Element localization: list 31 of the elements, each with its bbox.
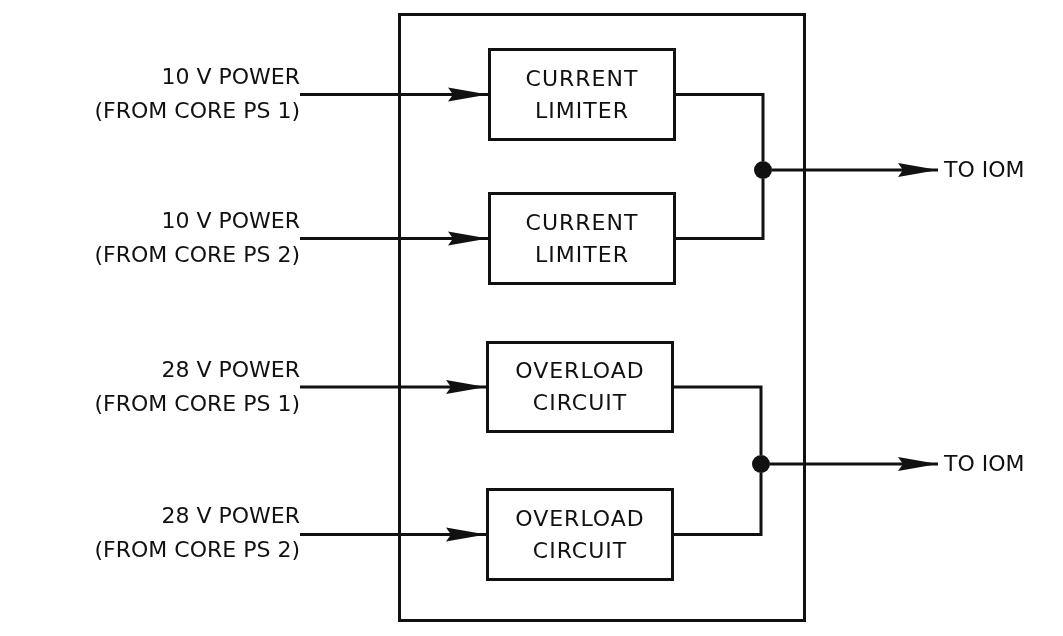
process-box: [488, 192, 676, 285]
process-box: [486, 341, 674, 433]
junction-dot: [754, 161, 772, 179]
label-text: 10 V POWER: [160, 207, 300, 235]
arrow: [772, 163, 938, 177]
label-text: (FROM CORE PS 1): [93, 97, 300, 126]
connector-line: [674, 473, 763, 536]
label-text: 10 V POWER: [160, 63, 300, 91]
arrow: [300, 87, 488, 102]
box-label: CURRENT LIMITER: [524, 64, 640, 125]
label-text: (FROM CORE PS 2): [93, 241, 300, 270]
label-text: 28 V POWER: [160, 356, 300, 384]
connector-line: [676, 93, 765, 161]
junction-dot: [752, 455, 770, 473]
enclosure-box: [398, 13, 806, 622]
connector-line: [676, 179, 765, 240]
box-label: CURRENT LIMITER: [524, 208, 640, 269]
arrow: [300, 231, 488, 246]
arrow: [770, 457, 938, 471]
box-label: TO IOM: [944, 159, 1025, 181]
process-box: [488, 48, 676, 141]
box-label: OVERLOAD CIRCUIT: [514, 504, 646, 565]
label-text: (FROM CORE PS 2): [93, 536, 300, 565]
arrow: [300, 380, 486, 394]
arrow: [300, 527, 486, 542]
label-text: 28 V POWER: [160, 502, 300, 530]
process-box: [486, 488, 674, 581]
label-text: (FROM CORE PS 1): [93, 390, 300, 419]
connector-line: [674, 385, 763, 455]
box-label: TO IOM: [944, 453, 1025, 475]
box-label: OVERLOAD CIRCUIT: [514, 357, 646, 417]
